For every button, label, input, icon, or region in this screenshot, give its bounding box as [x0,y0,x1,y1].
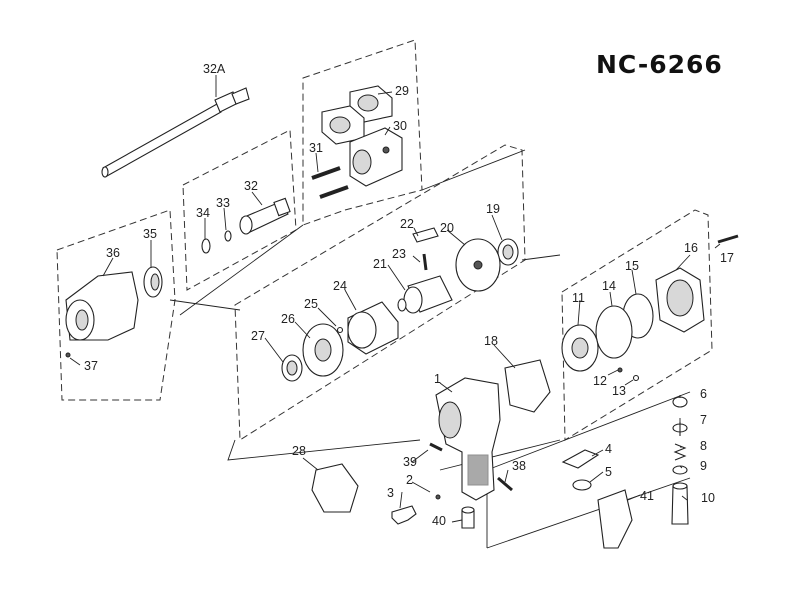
label-12: 12 [593,374,607,388]
part-5-o-ring [572,479,592,491]
label-1: 1 [434,372,441,386]
part-3-trigger [391,505,417,525]
label-18: 18 [484,334,498,348]
label-17: 17 [720,251,734,265]
part-31-pins [311,166,349,199]
label-31: 31 [309,141,323,155]
part-10-inlet [671,482,689,525]
part-28-gasket [311,463,359,513]
part-4-valve-plate [561,449,600,469]
label-6: 6 [700,387,707,401]
part-6-washer [672,396,688,408]
part-41-grip [597,489,633,549]
part-32-anvil [239,197,291,235]
part-11-reverse-valve [561,324,599,372]
label-41: 41 [640,489,654,503]
label-5: 5 [605,465,612,479]
part-19-bearing [497,238,519,266]
part-21-rotor [397,275,453,314]
part-37-screw [65,352,71,358]
label-11: 11 [572,291,585,305]
label-33: 33 [216,196,230,210]
part-18-gasket [504,359,551,413]
label-14: 14 [602,279,616,293]
part-22-vane [412,227,439,243]
part-9-o-ring [672,465,688,475]
part-33-ring [224,230,232,242]
group-motor [234,144,526,441]
part-13-spring [632,374,640,382]
part-29-hammer-2 [321,105,365,145]
model-number: NC-6266 [596,50,723,79]
part-36-front-case [65,271,139,341]
label-24: 24 [333,279,347,293]
group-front-case [56,209,176,401]
label-35: 35 [143,227,157,241]
label-27: 27 [251,329,265,343]
label-9: 9 [700,459,707,473]
label-8: 8 [700,439,707,453]
label-37: 37 [84,359,98,373]
label-16: 16 [684,241,698,255]
part-14-o-ring [595,305,633,359]
part-12-ball [617,367,623,373]
group-rear [561,209,713,441]
label-23: 23 [392,247,406,261]
label-2: 2 [406,473,413,487]
part-35-bushing [143,266,163,298]
label-32a: 32A [203,62,226,76]
part-8-spring [673,443,687,461]
label-20: 20 [440,221,454,235]
label-10: 10 [701,491,715,505]
part-16-rear-cover [655,267,705,333]
label-15: 15 [625,259,639,273]
part-26-end-plate [302,323,344,377]
part-40-plug [461,506,475,529]
label-26: 26 [281,312,295,326]
label-13: 13 [612,384,626,398]
part-25-pin [336,326,344,334]
part-39-pin [429,442,443,452]
label-21: 21 [373,257,387,271]
group-outlines [56,39,713,549]
label-40: 40 [432,514,446,528]
part-23-pin [422,253,428,271]
part-29-hammer [349,85,393,123]
label-32: 32 [244,179,258,193]
connector-lines [169,149,561,471]
label-29: 29 [395,84,409,98]
label-4: 4 [605,442,612,456]
label-22: 22 [400,217,414,231]
label-19: 19 [486,202,500,216]
label-25: 25 [304,297,318,311]
part-17-bolt [717,234,739,244]
part-20-end-plate [455,238,501,292]
label-28: 28 [292,444,306,458]
part-38-pin [497,476,513,492]
label-7: 7 [700,413,707,427]
label-36: 36 [106,246,120,260]
part-1-housing [435,377,501,501]
part-27-bearing [281,354,303,382]
label-34: 34 [196,206,210,220]
label-38: 38 [512,459,526,473]
group-hammer-case [302,39,423,226]
part-number-labels: 32A 29 30 31 32 33 34 35 36 37 22 23 19 … [84,62,734,528]
part-2-ball [435,494,441,500]
part-34-ring [201,238,211,254]
label-leaders [69,75,721,523]
part-32a-extension-bar [101,87,250,178]
label-30: 30 [393,119,407,133]
label-39: 39 [403,455,417,469]
label-3: 3 [387,486,394,500]
part-7-valve [672,422,688,436]
part-30-hammer-cage [349,127,403,187]
part-24-cylinder [347,301,399,355]
